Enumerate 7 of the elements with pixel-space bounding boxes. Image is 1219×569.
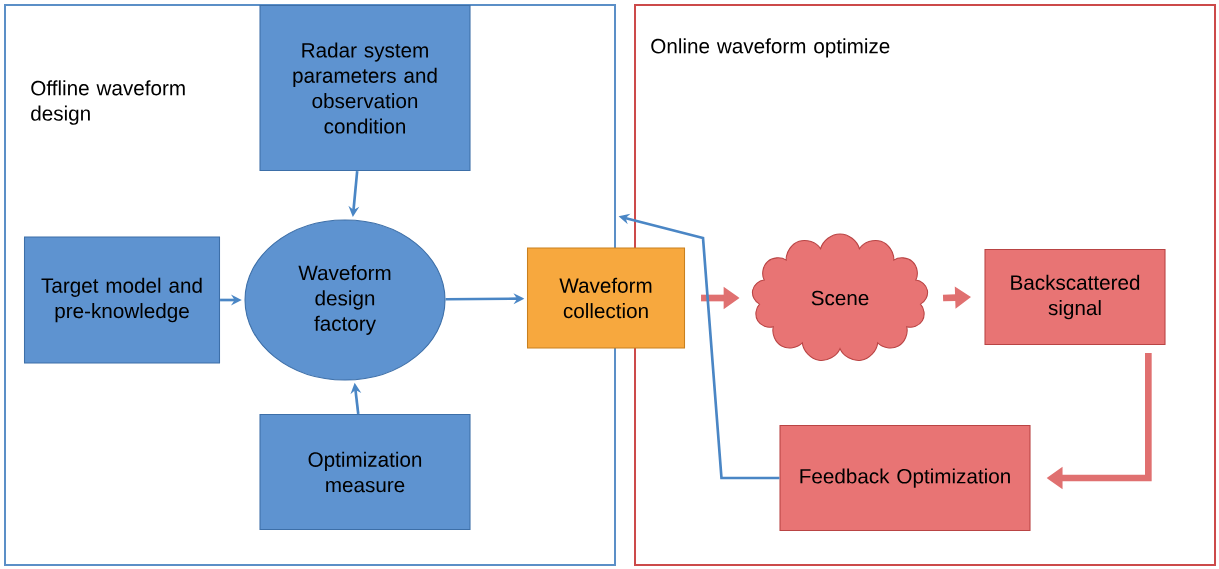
process-box: Optimization measure — [259, 413, 471, 531]
process-box: Radar system parameters and observation condition — [259, 4, 471, 172]
process-box: Target model and pre-knowledge — [23, 236, 221, 364]
process-box: Backscattered signal — [984, 248, 1166, 346]
process-box: Feedback Optimization — [779, 424, 1031, 532]
scene-cloud: Scene — [751, 233, 929, 361]
process-box: Waveform collection — [526, 247, 686, 349]
